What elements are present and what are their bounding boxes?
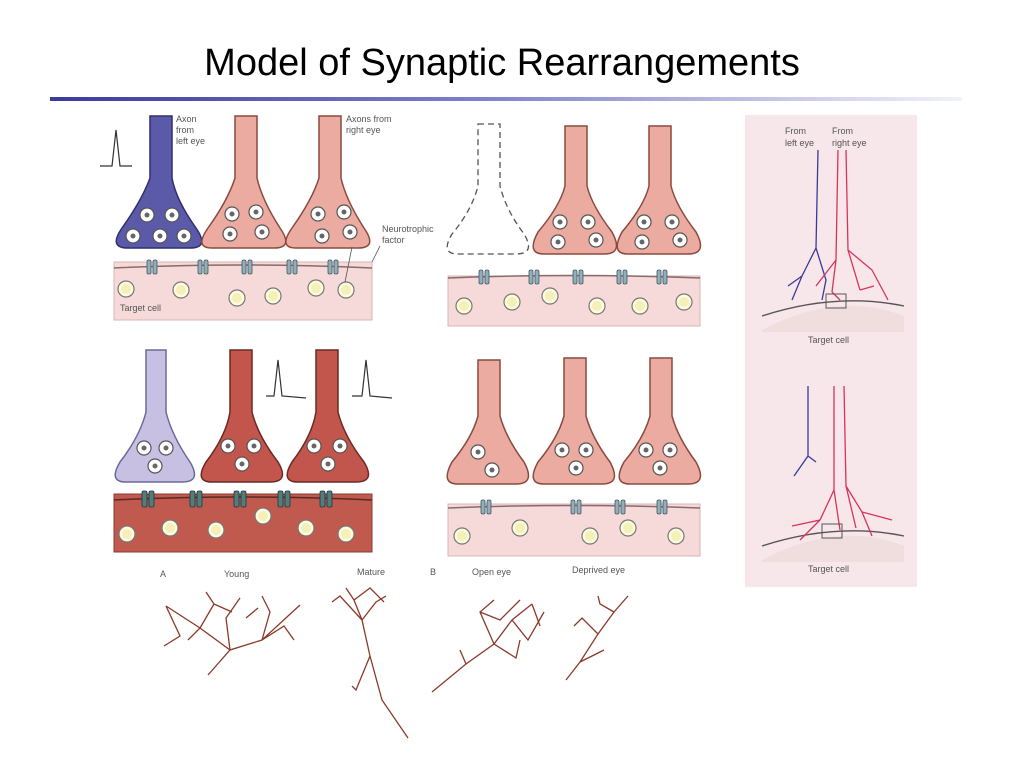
label-mature: Mature (357, 567, 385, 577)
label-neurotrophic-2: factor (382, 235, 405, 245)
label-deprived-eye: Deprived eye (572, 565, 625, 575)
label-target-cell-top: Target cell (808, 335, 849, 345)
label-neurotrophic-1: Neurotrophic (382, 224, 434, 234)
arbor-open-eye (431, 599, 545, 693)
axon-retracted (446, 123, 530, 255)
axon-left-eye (115, 115, 203, 249)
axon-right-eye-1 (201, 115, 287, 249)
label-axon-1: Axon (176, 114, 197, 124)
label-panel-b: B (430, 567, 436, 577)
branching-drawings: A Young Mature B Open eye Deprived eye (160, 565, 629, 739)
title-underline (50, 97, 962, 101)
panel-deprived-bottom (446, 357, 702, 557)
label-young: Young (224, 569, 249, 579)
arbor-mature (331, 587, 409, 739)
axon-left-bottom (793, 386, 817, 477)
axon-right-bottom (791, 385, 893, 541)
label-target-cell: Target cell (120, 303, 161, 313)
spike-trace-icon (352, 359, 393, 399)
label-from-left-2: left eye (785, 138, 814, 148)
panel-young-top: Axon from left eye Axons from right eye … (100, 114, 434, 321)
label-open-eye: Open eye (472, 567, 511, 577)
spike-trace-icon (100, 129, 132, 167)
axon-left-top (787, 149, 827, 301)
label-from-right-1: From (832, 126, 853, 136)
arbor-deprived-eye (565, 595, 629, 681)
label-from-left-1: From (785, 126, 806, 136)
label-from-right-2: right eye (832, 138, 867, 148)
label-panel-a: A (160, 569, 166, 579)
label-axons-right-2: right eye (346, 125, 381, 135)
label-axons-right-1: Axons from (346, 114, 392, 124)
panel-mature (113, 349, 393, 553)
label-target-cell-bottom: Target cell (808, 564, 849, 574)
arbor-young (163, 591, 301, 676)
label-axon-2: from (176, 125, 194, 135)
spike-trace-icon (266, 359, 307, 399)
label-axon-3: left eye (176, 136, 205, 146)
slide-title: Model of Synaptic Rearrangements (204, 42, 800, 84)
axon-right-eye-2 (285, 115, 371, 249)
panel-deprived-top (446, 123, 702, 327)
axon-right-top (815, 149, 889, 301)
panel-side-target: From left eye From right eye Target cell… (745, 115, 917, 587)
